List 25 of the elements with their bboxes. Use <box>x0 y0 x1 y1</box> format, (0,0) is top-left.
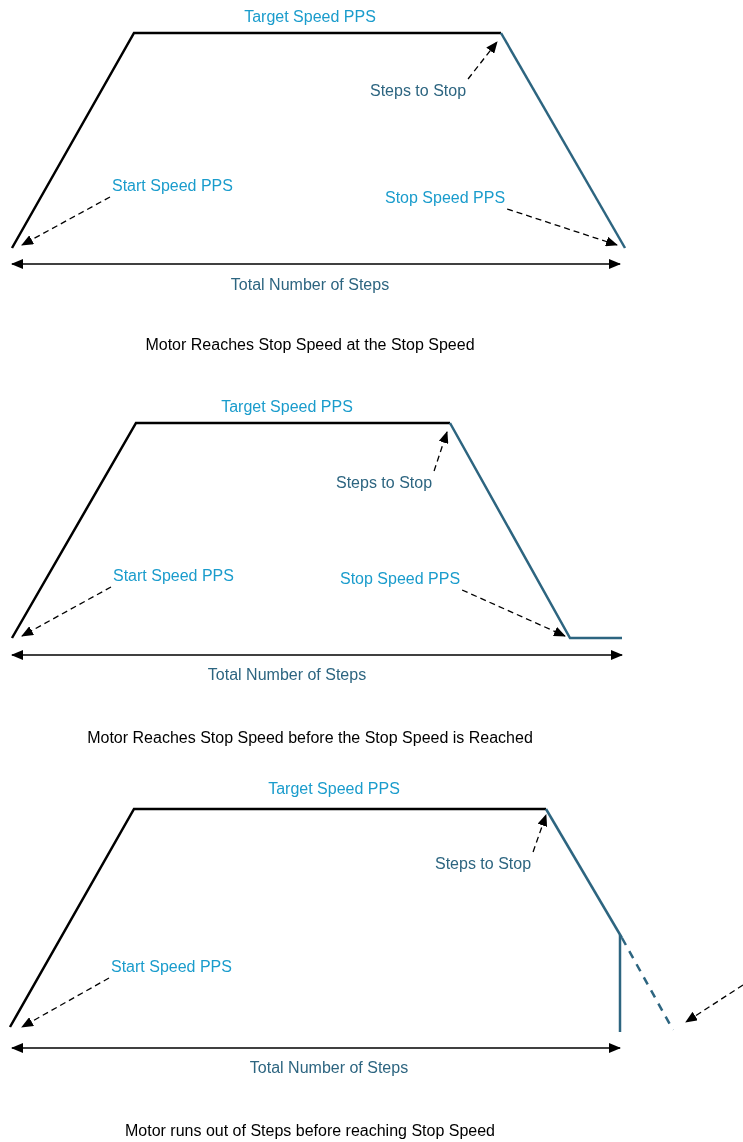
leader-line <box>21 977 110 1028</box>
figure-caption: Motor Reaches Stop Speed before the Stop Speed is Reached <box>87 728 533 747</box>
figure-caption: Motor runs out of Steps before reaching Stop Speed <box>125 1121 495 1140</box>
callout-text: Start Speed PPS <box>113 566 234 585</box>
callout-text: Steps to Stop <box>370 81 467 100</box>
leader-line <box>506 208 618 247</box>
figure-caption: Motor Reaches Stop Speed at the Stop Speed <box>145 335 475 354</box>
leader-line <box>21 586 112 637</box>
callout-text: Steps to Stop <box>435 854 532 873</box>
dimension-label: Total Number of Steps <box>207 665 367 684</box>
axis-label: Target Speed PPS <box>244 7 376 26</box>
callout-text: Start Speed PPS <box>111 957 232 976</box>
leader-line <box>532 814 548 853</box>
leader-line <box>461 589 566 637</box>
axis-label: Target Speed PPS <box>268 779 400 798</box>
leader-line <box>433 431 449 472</box>
callout-text: Steps to Stop <box>336 473 433 492</box>
callout-text: Stop Speed PPS <box>340 569 461 588</box>
leader-line <box>467 41 498 80</box>
axis-label: Target Speed PPS <box>221 397 353 416</box>
callout-text: Start Speed PPS <box>112 176 233 195</box>
callout-text: Stop Speed PPS <box>385 188 506 207</box>
dimension-label: Total Number of Steps <box>249 1058 409 1077</box>
leader-line <box>21 196 111 246</box>
dimension-label: Total Number of Steps <box>230 275 390 294</box>
